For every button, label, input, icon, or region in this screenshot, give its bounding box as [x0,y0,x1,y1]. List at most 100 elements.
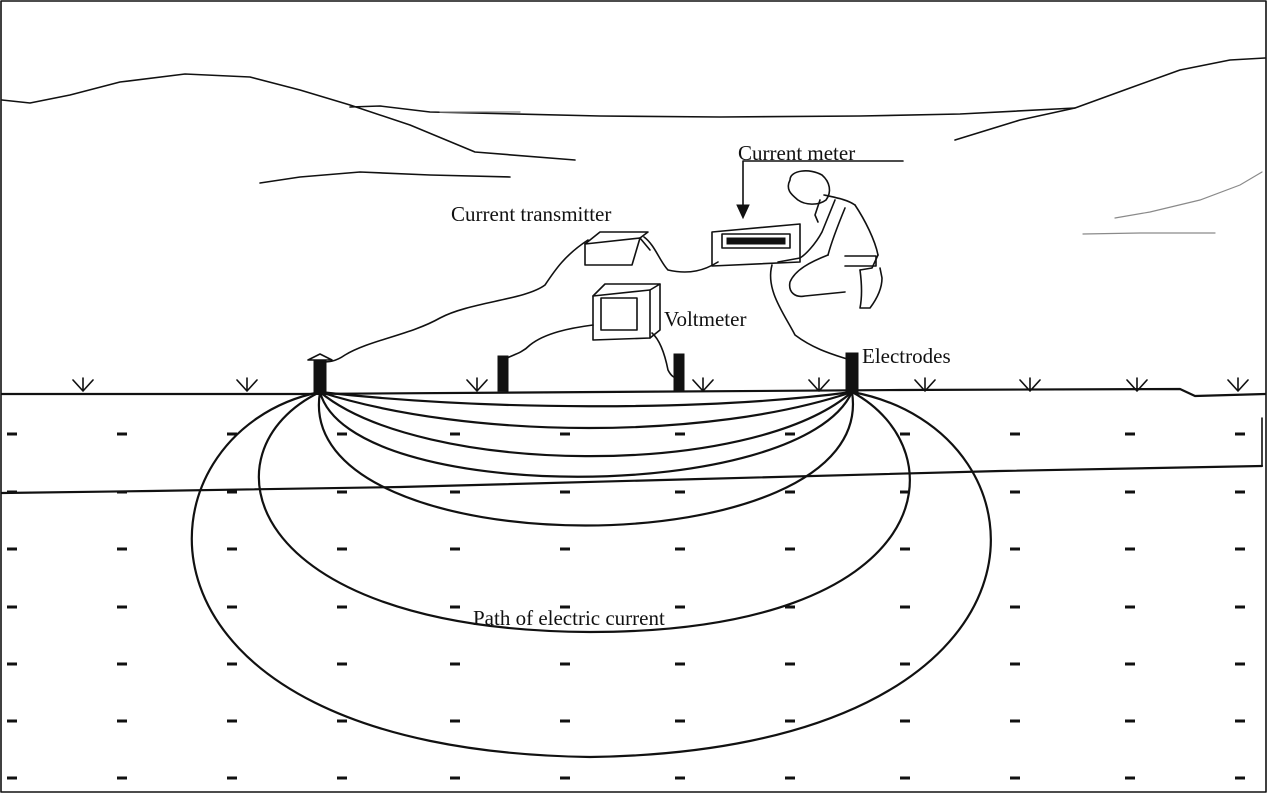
soil-dash [900,490,910,494]
soil-dash [227,776,237,780]
soil-dash [117,719,127,723]
soil-dash [785,490,795,494]
soil-dash [1125,776,1135,780]
soil-dash [1235,662,1245,666]
current-meter-pointer-arrow [736,160,904,220]
wire-voltmeter-to-left-potential-electrode [503,324,594,361]
soil-dash [117,432,127,436]
soil-dash [7,776,17,780]
soil-dash [1125,605,1135,609]
current-path-line [190,390,992,759]
grass-tuft [692,377,714,392]
soil-dash [117,490,127,494]
soil-dash [900,776,910,780]
electrode-current-right [845,352,859,394]
soil-dash [450,605,460,609]
soil-dash [450,776,460,780]
soil-dash [785,662,795,666]
soil-dash [1010,432,1020,436]
voltmeter-screen [600,297,638,331]
soil-dash [7,547,17,551]
current-path-line [317,390,854,527]
soil-dash [1010,547,1020,551]
current-transmitter-device [584,231,651,266]
soil-dash [560,776,570,780]
soil-dash [1010,776,1020,780]
current-path-line [257,390,911,634]
soil-dash [7,719,17,723]
soil-dash [450,662,460,666]
wire-transmitter-to-left-electrode [321,239,589,363]
soil-dash [675,719,685,723]
electrodes [307,352,859,394]
wire-voltmeter-to-right-potential-electrode [651,332,681,381]
wire-transmitter-to-current-meter [643,236,719,273]
grass-tufts [72,377,1249,392]
soil-dash [1010,490,1020,494]
soil-dash [900,605,910,609]
soil-dash [1235,719,1245,723]
soil-dash [337,547,347,551]
soil-dash [337,490,347,494]
wires [321,236,851,381]
soil-dash [675,490,685,494]
soil-dash [785,719,795,723]
soil-dash [7,432,17,436]
soil-dash [7,605,17,609]
current-meter-device [711,223,801,267]
soil-dash [785,547,795,551]
soil-dash [7,662,17,666]
soil-dash [337,719,347,723]
soil-dash [1235,547,1245,551]
soil-dash [560,662,570,666]
grass-tuft [236,377,258,392]
subsurface-layer-boundary [0,464,1264,495]
soil-dash [337,776,347,780]
current-flow-paths [190,390,992,759]
soil-dash [675,547,685,551]
soil-dash [1125,719,1135,723]
grass-tuft [72,377,94,392]
soil-dash [117,662,127,666]
soil-dash [560,490,570,494]
wire-meter-to-right-electrode [769,264,851,361]
current-path-line [318,390,854,408]
soil-dash [1125,547,1135,551]
electrode-potential-left [497,355,509,392]
soil-dash [337,605,347,609]
soil-dash [1235,605,1245,609]
soil-dash [7,490,17,494]
voltmeter-device [592,283,661,341]
soil-dash [900,432,910,436]
grass-tuft [808,377,830,392]
soil-dash [785,605,795,609]
current-path-line [318,390,854,478]
soil-dash [675,776,685,780]
soil-dash [227,605,237,609]
soil-dash [1010,605,1020,609]
soil-dash [785,432,795,436]
label-current-transmitter: Current transmitter [451,202,611,226]
label-electrodes: Electrodes [862,344,951,368]
electrode-current-left [313,359,327,394]
soil-dash [1125,432,1135,436]
label-voltmeter: Voltmeter [664,307,746,331]
soil-dash [227,432,237,436]
soil-dash [337,662,347,666]
electrode-cap [307,353,333,361]
soil-dash [227,719,237,723]
soil-dash [675,662,685,666]
soil-dash [1235,490,1245,494]
grass-tuft [466,377,488,392]
label-current-meter: Current meter [738,141,855,165]
soil-dash [1010,662,1020,666]
soil-dash [560,547,570,551]
electrode-potential-right [673,353,685,392]
soil-dash [1235,432,1245,436]
soil-dash [560,605,570,609]
soil-dash [675,432,685,436]
current-path-line [318,390,854,430]
soil-dash [900,547,910,551]
